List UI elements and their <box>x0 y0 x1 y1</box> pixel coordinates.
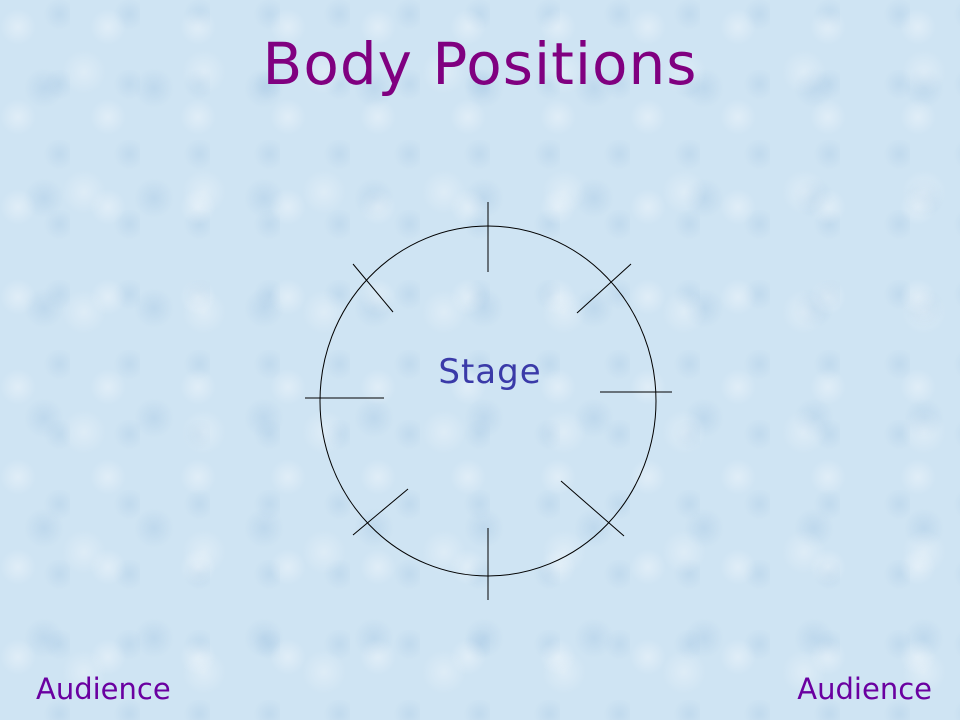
slide-title: Body Positions <box>262 30 698 98</box>
audience-label-left: Audience <box>36 672 171 706</box>
position-mark-upstage-left <box>352 263 394 313</box>
position-mark-downstage-right <box>560 480 625 537</box>
position-mark-upstage-right <box>576 263 632 314</box>
stage-label: Stage <box>438 352 542 392</box>
audience-label-right: Audience <box>797 672 932 706</box>
stage-circle <box>319 225 657 577</box>
position-mark-downstage-left <box>352 488 409 536</box>
